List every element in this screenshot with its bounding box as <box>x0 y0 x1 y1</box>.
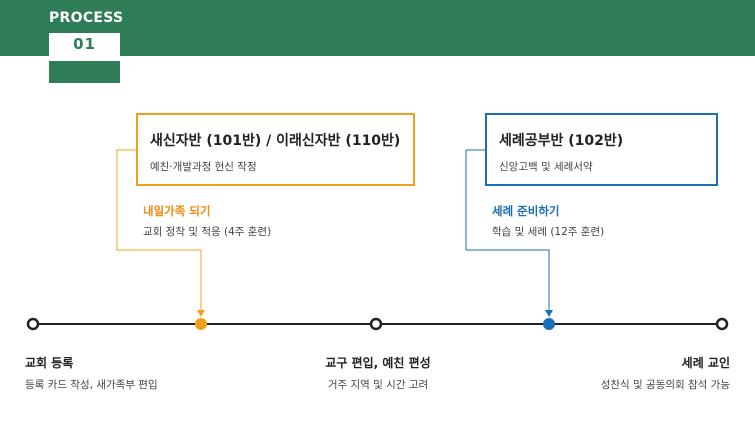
timeline-label-middle: 교구 편입, 예친 편성 <box>325 356 431 370</box>
timeline-desc-start: 등록 카드 작성, 새가족부 편입 <box>25 379 158 391</box>
header-band <box>0 0 755 56</box>
stage-step-title: 세례 준비하기 <box>492 204 560 218</box>
stage-box-blue: 세례공부반 (102반) 신앙고백 및 세례서약 <box>485 113 718 186</box>
step-number-box: 01 <box>49 33 120 57</box>
timeline-node-orange <box>195 318 207 330</box>
timeline-node-blue <box>543 318 555 330</box>
timeline-node-start <box>26 317 40 331</box>
stage-subtitle: 신앙고백 및 세례서약 <box>499 161 593 173</box>
timeline-node-end <box>715 317 729 331</box>
timeline-node-middle <box>369 317 383 331</box>
stage-step-title: 내일가족 되기 <box>143 204 211 218</box>
process-title: PROCESS <box>49 10 124 26</box>
timeline-label-end: 세례 교인 <box>681 356 730 370</box>
stage-subtitle: 예친·개발과정 헌신 작정 <box>150 161 257 173</box>
stage-title: 세례공부반 (102반) <box>499 133 624 149</box>
stage-title: 새신자반 (101반) / 이래신자반 (110반) <box>150 133 401 149</box>
stage-step-desc: 학습 및 세례 (12주 훈련) <box>492 226 605 238</box>
timeline-desc-end: 성찬식 및 공동의회 참석 가능 <box>600 379 730 391</box>
blue-arrowhead <box>545 310 553 317</box>
orange-arrowhead <box>197 310 205 317</box>
step-accent-bar <box>49 61 120 83</box>
orange-connector <box>116 149 202 314</box>
stage-step-desc: 교회 정착 및 적응 (4주 훈련) <box>143 226 272 238</box>
blue-connector <box>465 149 550 314</box>
stage-box-orange: 새신자반 (101반) / 이래신자반 (110반) 예친·개발과정 헌신 작정 <box>136 113 415 186</box>
timeline-label-start: 교회 등록 <box>25 356 74 370</box>
timeline-desc-middle: 거주 지역 및 시간 고려 <box>327 379 429 391</box>
step-number: 01 <box>73 35 96 53</box>
